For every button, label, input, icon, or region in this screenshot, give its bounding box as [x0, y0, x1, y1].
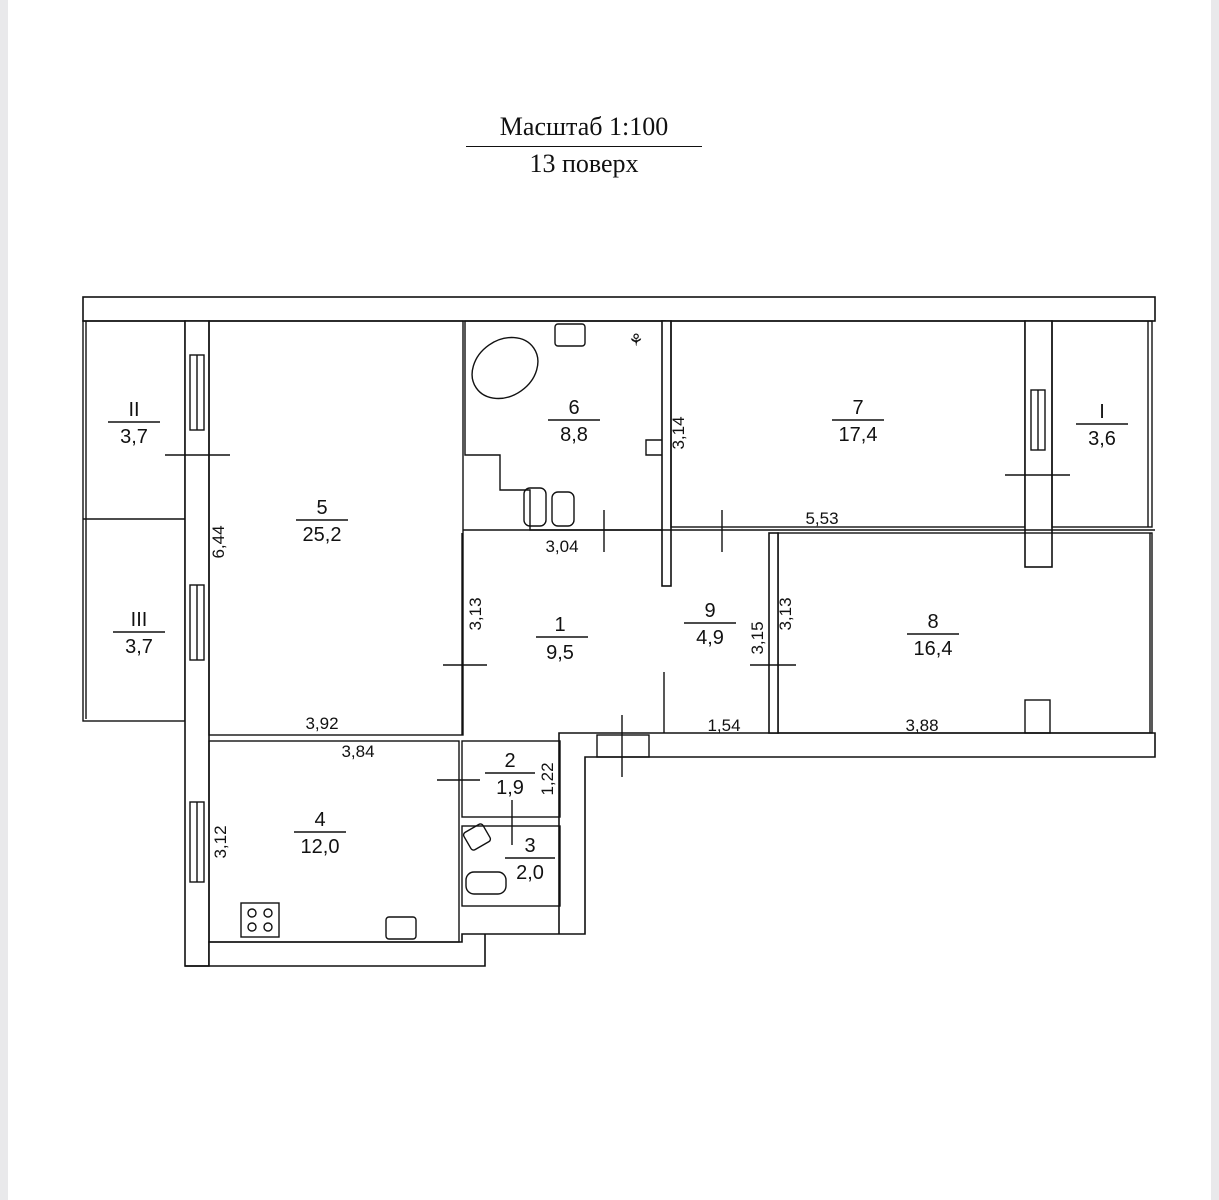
room-number: 4: [314, 809, 325, 831]
outer-wall-top: [82, 296, 1156, 322]
dim-3-84: 3,84: [341, 742, 374, 761]
room-label-III: III 3,7: [113, 609, 165, 658]
bathroom-sink-icon: [554, 323, 586, 347]
room-2-outline: [461, 740, 561, 818]
title-block: Масштаб 1:100 13 поверх: [466, 108, 702, 181]
dim-1-54: 1,54: [707, 716, 740, 735]
bathtub-icon: [471, 336, 539, 400]
room-area: 1,9: [496, 777, 524, 799]
stove-burner-icon: [263, 908, 273, 918]
dim-3-14: 3,14: [669, 416, 688, 449]
room-5-outline: [208, 320, 464, 736]
floor-label: 13 поверх: [529, 149, 639, 178]
room-area: 2,0: [516, 862, 544, 884]
stove-burner-icon: [247, 922, 257, 932]
stove-icon: [240, 902, 280, 938]
room-label-5: 5 25,2: [296, 497, 348, 546]
dim-6-44: 6,44: [209, 525, 228, 558]
room-label-3: 3 2,0: [505, 835, 555, 884]
room-area: 4,9: [696, 627, 724, 649]
room-label-I: I 3,6: [1076, 401, 1128, 450]
room-number: 6: [568, 397, 579, 419]
dim-3-13-right: 3,13: [776, 597, 795, 630]
balcony-I-outline: [1051, 320, 1153, 528]
room-area: 3,7: [125, 636, 153, 658]
room-area: 12,0: [301, 836, 340, 858]
scale-label: Масштаб 1:100: [466, 108, 702, 147]
toilet-icon: [523, 487, 547, 527]
room-3-outline: [461, 825, 561, 907]
dim-3-15: 3,15: [748, 621, 767, 654]
room-8-outline: [777, 532, 1153, 734]
dim-3-04: 3,04: [545, 537, 578, 556]
stove-burner-icon: [263, 922, 273, 932]
wc-sink-icon: [462, 823, 492, 851]
dim-1-22: 1,22: [538, 762, 557, 795]
room-area: 3,6: [1088, 428, 1116, 450]
room-area: 9,5: [546, 642, 574, 664]
dim-3-12: 3,12: [211, 825, 230, 858]
room-label-1: 1 9,5: [536, 614, 588, 664]
dim-3-88: 3,88: [905, 716, 938, 735]
room-number: 1: [554, 614, 565, 636]
dim-3-92: 3,92: [305, 714, 338, 733]
room-label-6: 6 8,8: [548, 397, 600, 446]
wall-9-8: [768, 532, 779, 734]
room-label-9: 9 4,9: [684, 600, 736, 649]
room-area: 3,7: [120, 426, 148, 448]
room-label-II: II 3,7: [108, 399, 160, 448]
page-edge-right: [1211, 0, 1219, 1200]
room-number: 5: [316, 497, 327, 519]
room-number: III: [131, 609, 148, 631]
entrance-threshold: [596, 734, 650, 758]
room-area: 17,4: [839, 424, 878, 446]
kitchen-sink-icon: [385, 916, 417, 940]
wc-toilet-icon: [465, 871, 507, 895]
dim-3-13-left: 3,13: [466, 597, 485, 630]
room-number: 7: [852, 397, 863, 419]
room-number: 8: [927, 611, 938, 633]
bidet-icon: [551, 491, 575, 527]
room-area: 8,8: [560, 424, 588, 446]
room-area: 16,4: [914, 638, 953, 660]
shower-icon: ⚘: [628, 331, 643, 350]
room-label-4: 4 12,0: [294, 809, 346, 858]
room-number: 3: [524, 835, 535, 857]
stove-burner-icon: [247, 908, 257, 918]
room-number: I: [1099, 401, 1105, 423]
room-label-8: 8 16,4: [907, 611, 959, 660]
column-icon: [1024, 699, 1051, 734]
room-number: 9: [704, 600, 715, 622]
wall-6-7: [661, 320, 672, 587]
room-number: 2: [504, 750, 515, 772]
balcony-left-outline: [82, 320, 186, 722]
room-area: 25,2: [303, 524, 342, 546]
dim-5-53: 5,53: [805, 509, 838, 528]
room-label-2: 2 1,9: [485, 750, 535, 799]
room-label-7: 7 17,4: [832, 397, 884, 446]
room-number: II: [128, 399, 139, 421]
page-edge-left: [0, 0, 8, 1200]
room-4-outline: [208, 740, 460, 943]
